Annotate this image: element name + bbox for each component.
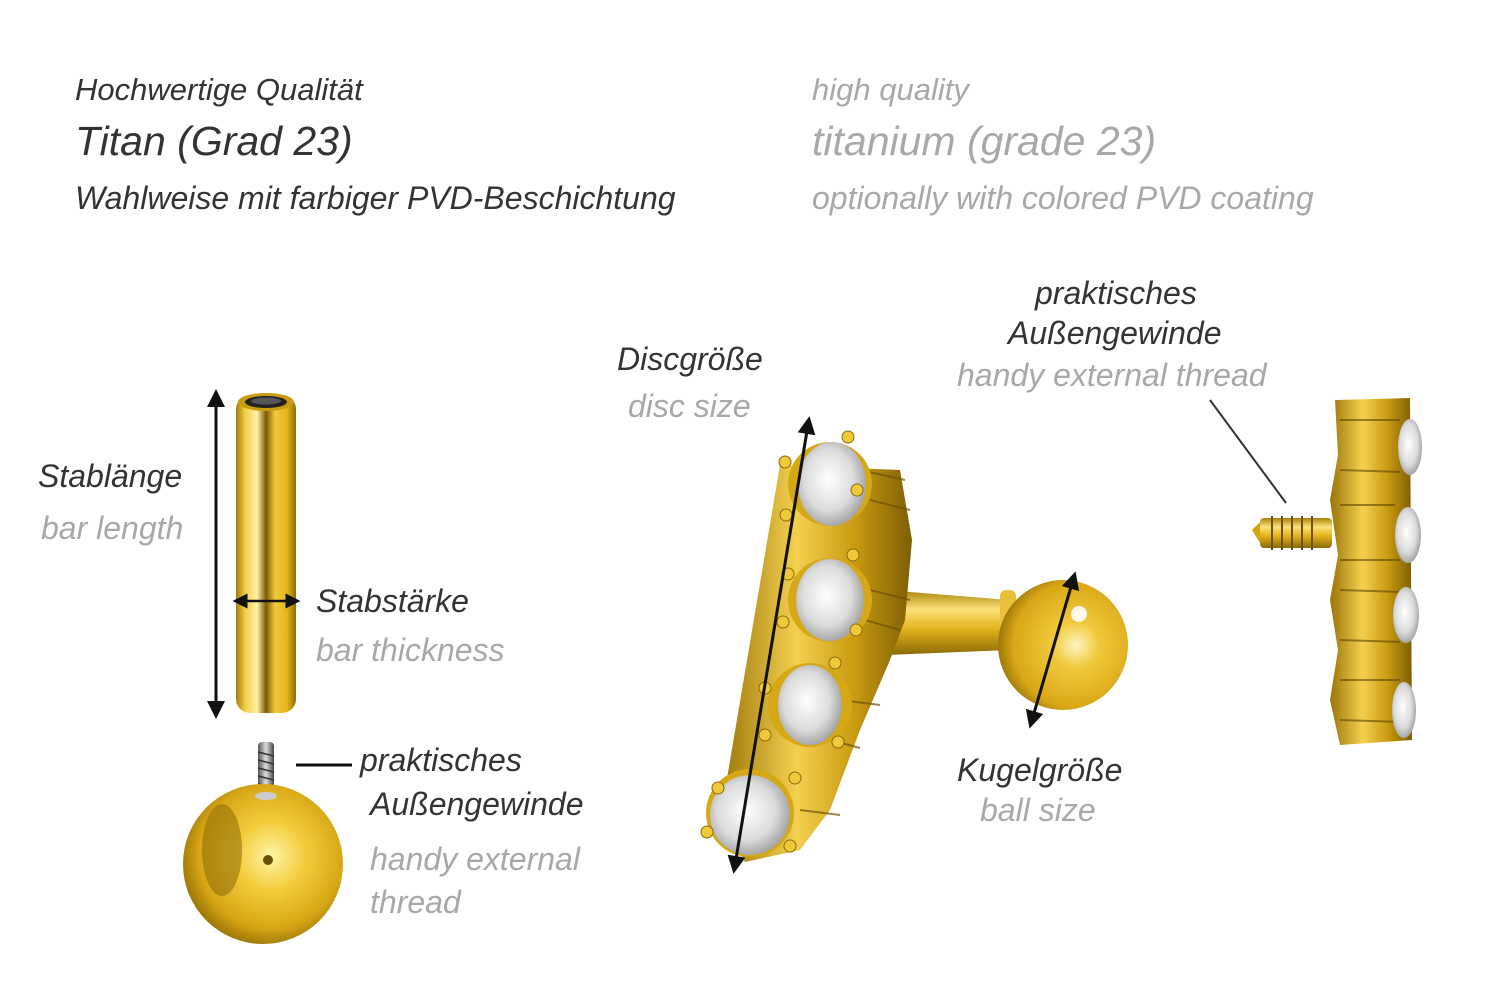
disc-size-arrow xyxy=(727,416,816,874)
ball-thread-label-de-2: Außengewinde xyxy=(370,786,584,822)
bar-image xyxy=(236,393,296,713)
header-material-en: titanium (grade 23) xyxy=(812,118,1157,164)
ball-thread-label-en-1: handy external xyxy=(370,841,580,877)
ball-size-label-de: Kugelgröße xyxy=(957,752,1123,788)
header-quality-de: Hochwertige Qualität xyxy=(75,72,363,107)
ball-thread-label-de-1: praktisches xyxy=(360,742,522,778)
ball-size-arrow xyxy=(1025,571,1080,729)
ball-size-label-en: ball size xyxy=(980,792,1096,828)
top-thread-label-en: handy external thread xyxy=(957,357,1267,393)
top-thread-label-de-2: Außengewinde xyxy=(1008,315,1222,351)
header-material-de: Titan (Grad 23) xyxy=(75,118,353,164)
bar-length-label-en: bar length xyxy=(41,510,184,546)
header-coating-en: optionally with colored PVD coating xyxy=(812,180,1314,216)
bar-thickness-label-de: Stabstärke xyxy=(316,583,469,619)
bar-thickness-label-en: bar thickness xyxy=(316,632,505,668)
top-thread-label-de-1: praktisches xyxy=(1035,275,1197,311)
bar-length-label-de: Stablänge xyxy=(38,458,183,494)
ball-thread-image xyxy=(183,742,343,944)
header-coating-de: Wahlweise mit farbiger PVD-Beschichtung xyxy=(75,180,676,216)
disc-size-label-en: disc size xyxy=(628,388,751,424)
top-side-view-image xyxy=(1252,398,1422,745)
top-thread-pointer xyxy=(1209,399,1287,504)
disc-size-label-de: Discgröße xyxy=(617,341,763,377)
header-quality-en: high quality xyxy=(812,72,969,107)
ball-thread-label-en-2: thread xyxy=(370,884,461,920)
